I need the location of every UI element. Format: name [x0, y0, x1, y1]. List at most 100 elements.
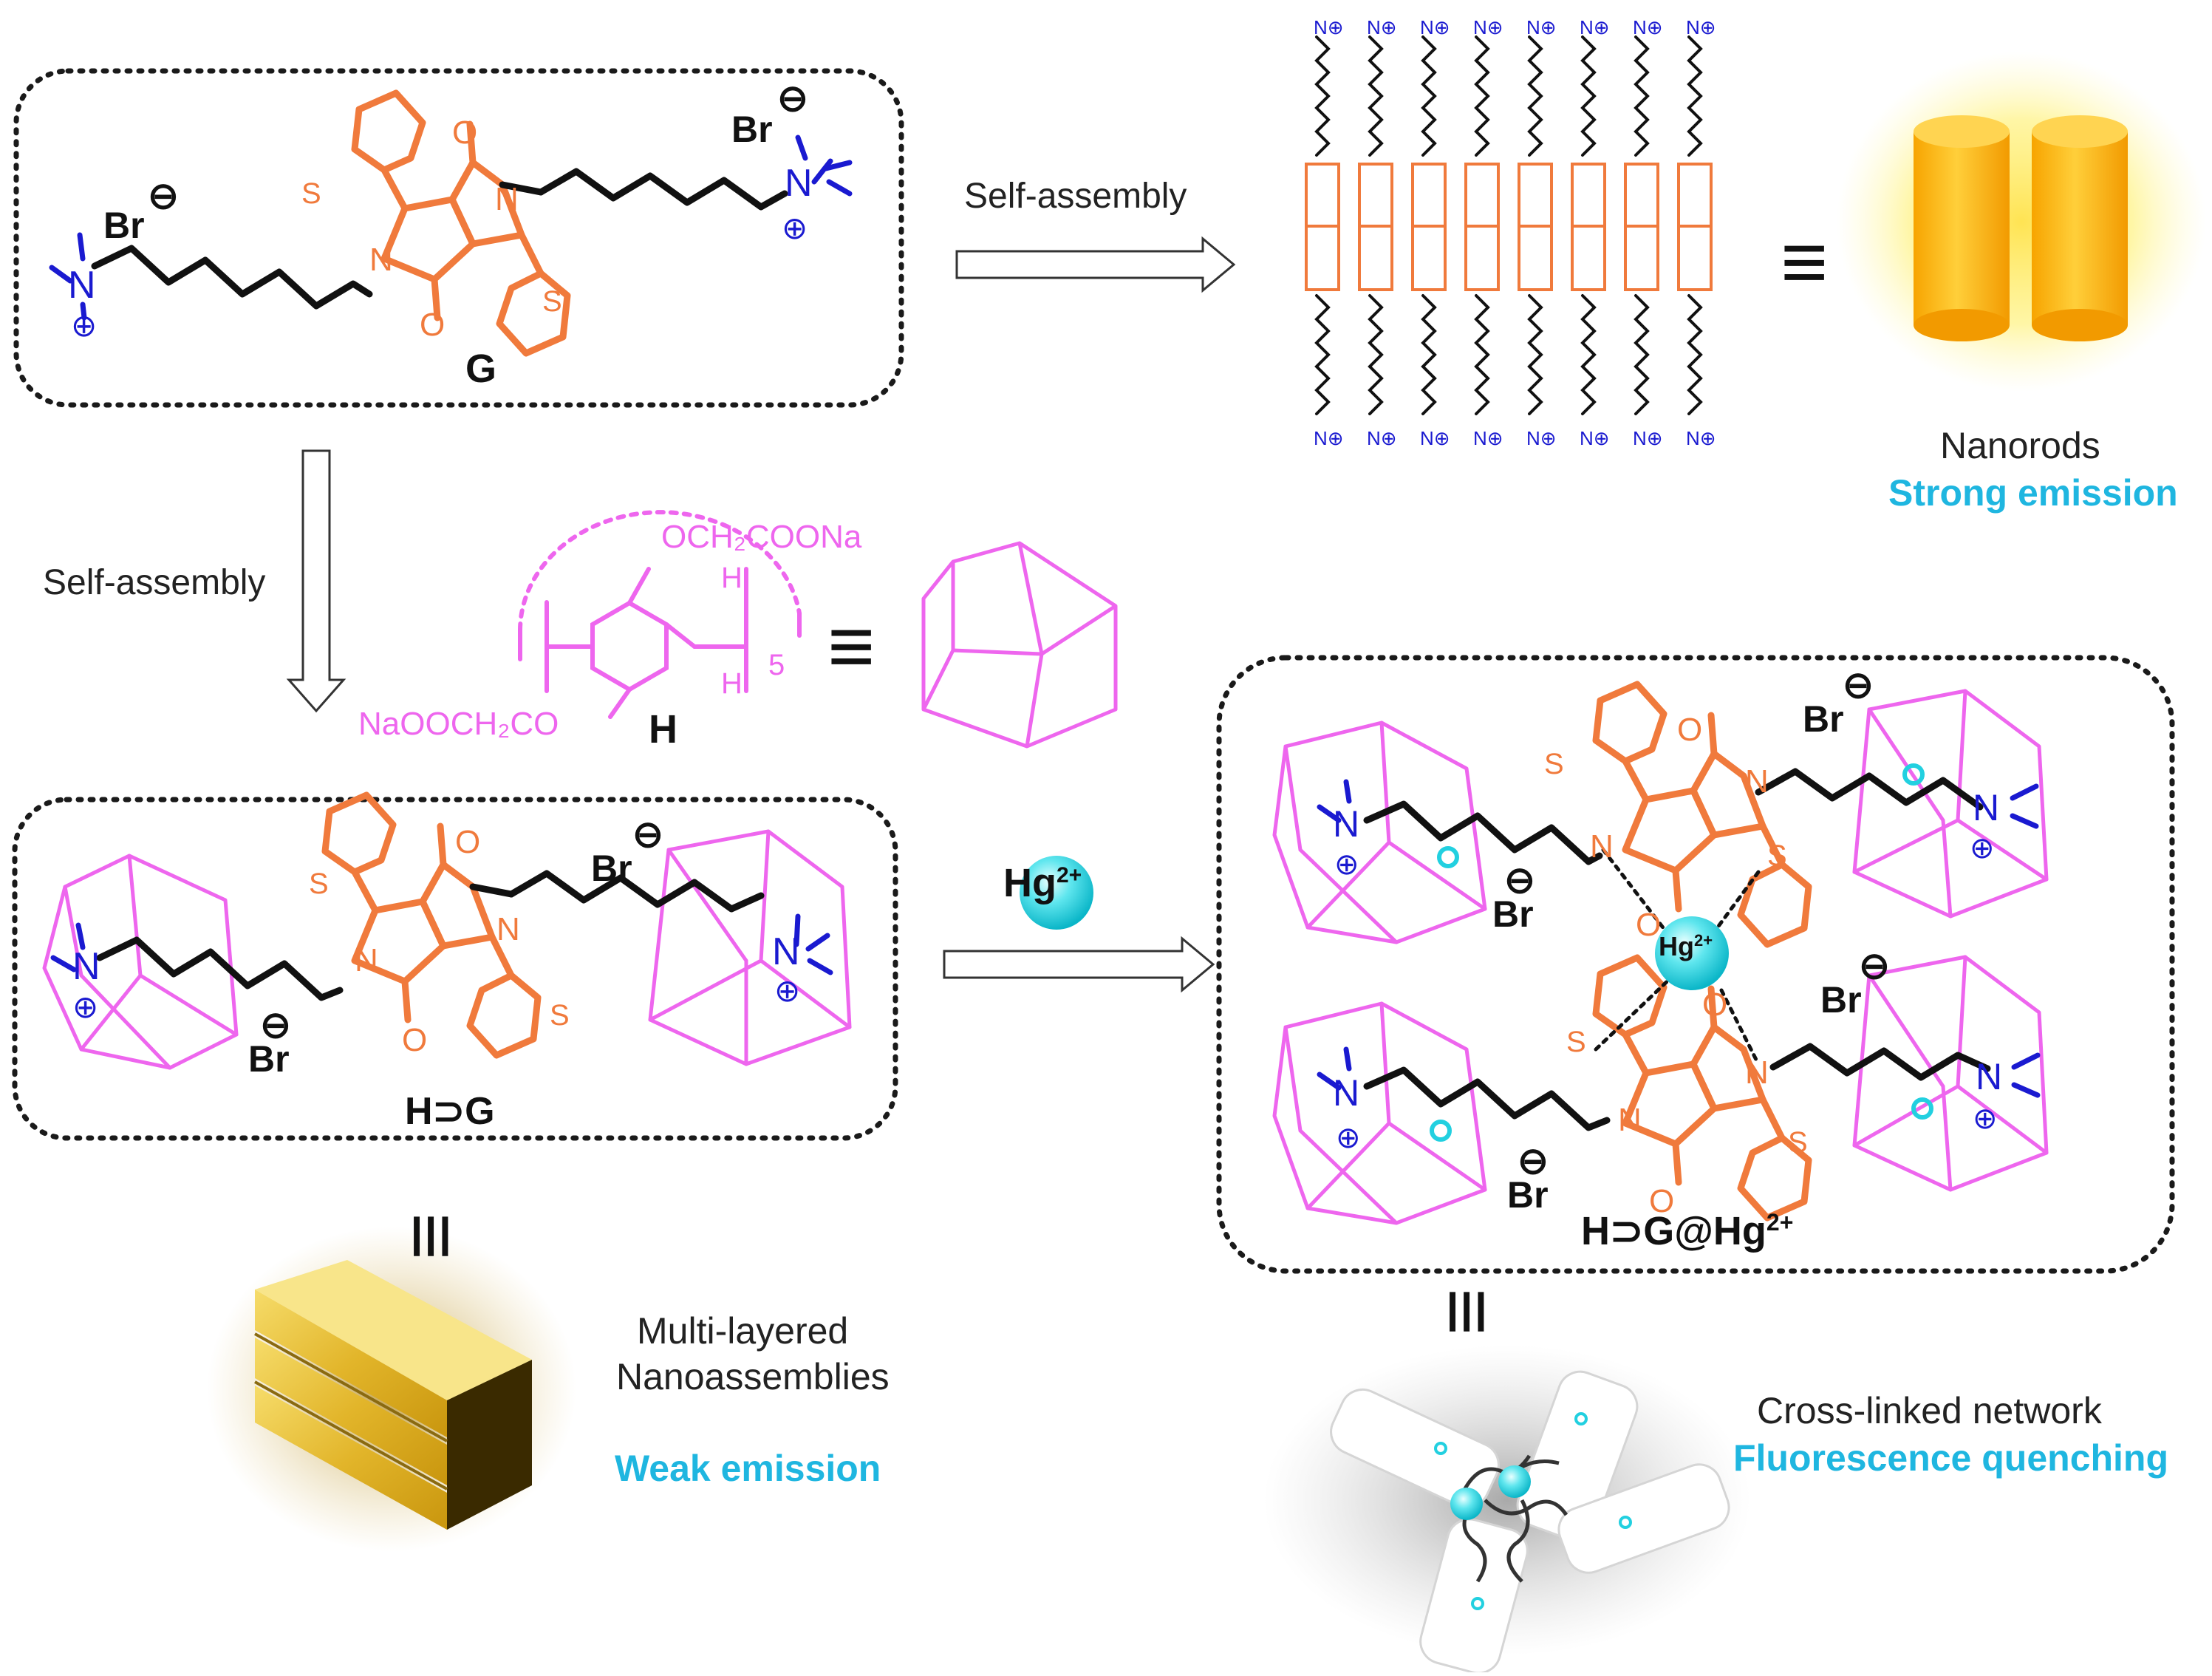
o-cx-1: O	[1677, 712, 1703, 748]
stack-chain-top	[1421, 35, 1437, 157]
n-cx-4: N	[1745, 1055, 1769, 1091]
label-hg-ion-center: Hg2+	[1659, 931, 1713, 961]
stack-chain-bottom	[1474, 294, 1490, 415]
pillar-bottom-substituent: NaOOCH₂CO	[358, 706, 559, 742]
br-cx-br: Br	[1820, 979, 1862, 1021]
box-hg-complex	[1216, 655, 2175, 1274]
s-cx-3: S	[1566, 1026, 1586, 1058]
stack-ammonium-bottom: N⊕	[1580, 427, 1610, 449]
stack-chain-bottom	[1368, 294, 1384, 415]
stack-ammonium-bottom: N⊕	[1633, 427, 1663, 449]
multilayer-image	[207, 1227, 576, 1552]
stack-chain-bottom	[1421, 294, 1437, 415]
s-cx-1: S	[1544, 748, 1564, 780]
n-cx-3: N	[1618, 1102, 1642, 1138]
stack-ammonium-top: N⊕	[1367, 16, 1397, 38]
n-left-hg: N	[72, 945, 100, 988]
stack-chain-top	[1634, 35, 1650, 157]
n-right-hg: N	[772, 930, 800, 973]
n-cx-tr: N	[1973, 787, 2000, 828]
n-dpp-left-g: N	[369, 242, 393, 278]
label-h: H	[649, 707, 677, 752]
br-left-g: Br	[103, 205, 145, 246]
s-bottom-g: S	[542, 285, 562, 318]
crosslinked-image	[1263, 1345, 1751, 1675]
arrow-right-middle	[943, 936, 1215, 993]
n-cx-2: N	[1745, 763, 1769, 800]
br-minus-right-g: ⊖	[777, 78, 808, 119]
s-bottom-hg: S	[550, 999, 570, 1032]
o-cx-3: O	[1702, 987, 1728, 1023]
n-cx-bl: N	[1333, 1072, 1360, 1114]
stack-chain-top	[1527, 35, 1543, 157]
equiv-top: ≡	[1781, 217, 1829, 307]
n-cx-br: N	[1976, 1056, 2003, 1097]
s-top-hg: S	[309, 868, 329, 900]
plus-cx-br: ⊕	[1973, 1103, 1998, 1135]
stack-chain-top	[1314, 35, 1331, 157]
plus-right-g: ⊕	[782, 211, 808, 245]
molecule-hg-complex	[1272, 681, 2049, 1225]
stack-ammonium-top: N⊕	[1686, 16, 1716, 38]
molecule-host-guest	[42, 791, 852, 1070]
stack-chain-bottom	[1634, 294, 1650, 415]
br-cx-bl: Br	[1507, 1174, 1549, 1216]
s-cx-2: S	[1767, 839, 1787, 872]
arrow-right-top	[955, 236, 1236, 293]
plus-left-g: ⊕	[71, 308, 98, 343]
o-bottom-hg: O	[402, 1022, 428, 1058]
label-crosslinked: Cross-linked network	[1757, 1390, 2102, 1431]
label-multilayer-2: Nanoassemblies	[616, 1356, 890, 1397]
equiv-bottom-left: ≡	[386, 1212, 478, 1261]
br-minus-right-hg: ⊖	[632, 814, 663, 855]
br-cx-tl: Br	[1492, 893, 1534, 935]
stack-chain-bottom	[1527, 294, 1543, 415]
label-g: G	[465, 347, 497, 391]
molecule-g	[49, 89, 853, 357]
br-minus-left-hg: ⊖	[260, 1004, 291, 1046]
equiv-middle: ≡	[827, 601, 875, 692]
o-cx-2: O	[1636, 907, 1662, 943]
label-strong-emission: Strong emission	[1888, 472, 2178, 514]
n-cx-1: N	[1590, 828, 1614, 865]
label-multilayer-1: Multi-layered	[637, 1310, 849, 1352]
stack-ammonium-bottom: N⊕	[1367, 427, 1397, 449]
label-host-guest: H⊃G	[405, 1090, 495, 1133]
nanorods-image	[1837, 52, 2206, 392]
pillararene-h	[518, 510, 802, 719]
equiv-bottom-right: ≡	[1422, 1287, 1514, 1336]
label-fluorescence-quenching: Fluorescence quenching	[1733, 1437, 2169, 1479]
stack-chain-bottom	[1314, 294, 1331, 415]
stack-chain-top	[1580, 35, 1597, 157]
label-self-assembly-top: Self-assembly	[964, 177, 1187, 216]
pillar-h-bottom: H	[721, 667, 743, 700]
assembly-stack	[1305, 35, 1713, 415]
stack-ammonium-bottom: N⊕	[1420, 427, 1450, 449]
label-self-assembly-left: Self-assembly	[43, 563, 266, 602]
stack-ammonium-top: N⊕	[1473, 16, 1503, 38]
hg-ion-ball-arrow	[1020, 856, 1093, 930]
label-weak-emission: Weak emission	[615, 1448, 881, 1489]
plus-left-hg: ⊕	[72, 989, 99, 1024]
label-nanorods: Nanorods	[1940, 425, 2100, 466]
plus-cx-tl: ⊕	[1334, 848, 1359, 881]
arrow-down-left	[286, 449, 347, 713]
stack-ammonium-bottom: N⊕	[1473, 427, 1503, 449]
n-left-g: N	[68, 264, 96, 307]
plus-cx-tr: ⊕	[1970, 832, 1995, 865]
br-left-hg: Br	[248, 1038, 290, 1080]
stack-ammonium-top: N⊕	[1633, 16, 1663, 38]
stack-ammonium-bottom: N⊕	[1686, 427, 1716, 449]
br-right-g: Br	[731, 109, 773, 150]
stack-ammonium-bottom: N⊕	[1314, 427, 1344, 449]
box-host-guest	[12, 797, 898, 1141]
br-minus-cx-bl: ⊖	[1518, 1140, 1549, 1182]
pillar-top-substituent: OCH₂COONa	[661, 519, 862, 555]
plus-right-hg: ⊕	[774, 973, 801, 1008]
plus-cx-bl: ⊕	[1336, 1122, 1361, 1154]
o-cx-4: O	[1649, 1183, 1675, 1219]
br-right-hg: Br	[591, 848, 632, 889]
stack-ammonium-top: N⊕	[1526, 16, 1557, 38]
stack-ammonium-top: N⊕	[1580, 16, 1610, 38]
